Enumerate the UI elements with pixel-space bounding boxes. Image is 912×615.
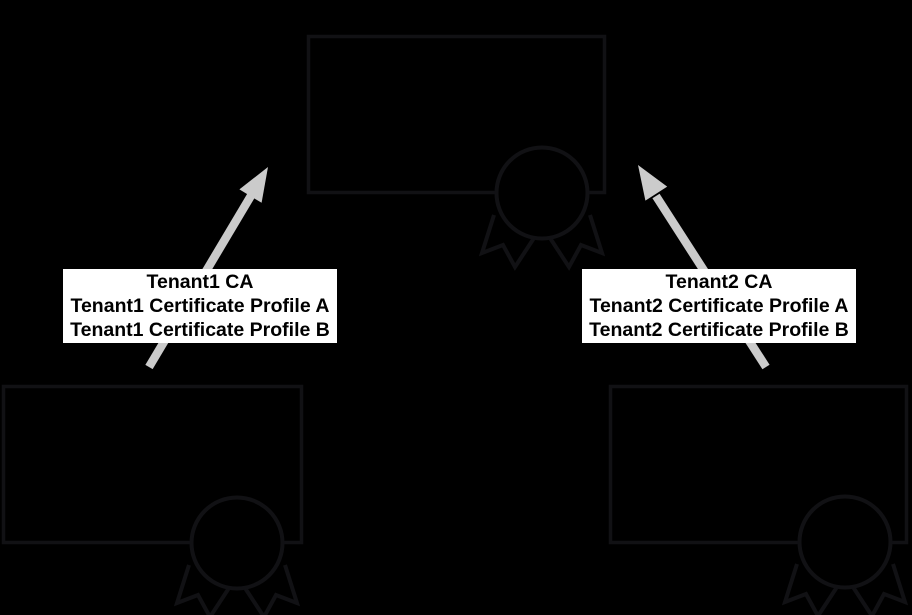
- label-line: Tenant2 Certificate Profile B: [589, 319, 849, 341]
- certificate-ribbon-icon: [781, 494, 909, 615]
- ribbon-seal-circle: [797, 494, 893, 590]
- tenant1-certificate-box: [1, 384, 304, 545]
- label-line: Tenant2 CA: [665, 271, 773, 293]
- certificate-ribbon-icon: [478, 145, 606, 271]
- label-line: Tenant2 Certificate Profile A: [589, 295, 849, 317]
- certificate-ribbon-icon: [173, 495, 301, 615]
- arrowhead-icon: [638, 165, 668, 201]
- ribbon-tail-right: [243, 564, 301, 615]
- ribbon-tail-left: [478, 214, 536, 271]
- tenant2-certificate-box: [608, 384, 909, 545]
- ribbon-tail-right: [851, 563, 909, 615]
- ribbon-tail-left: [781, 563, 839, 615]
- ribbon-tail-right: [548, 214, 606, 271]
- label-line: Tenant1 Certificate Profile B: [70, 319, 330, 341]
- label-line: Tenant1 Certificate Profile A: [70, 295, 330, 317]
- label-line: Tenant1 CA: [146, 271, 254, 293]
- ribbon-tail-left: [173, 564, 231, 615]
- tenant1-ca-label: Tenant1 CA Tenant1 Certificate Profile A…: [63, 269, 337, 343]
- tenant2-ca-label: Tenant2 CA Tenant2 Certificate Profile A…: [582, 269, 856, 343]
- arrowhead-icon: [239, 167, 268, 203]
- ribbon-seal-circle: [189, 495, 285, 591]
- ribbon-seal-circle: [494, 145, 590, 241]
- root-certificate-box: [306, 34, 607, 195]
